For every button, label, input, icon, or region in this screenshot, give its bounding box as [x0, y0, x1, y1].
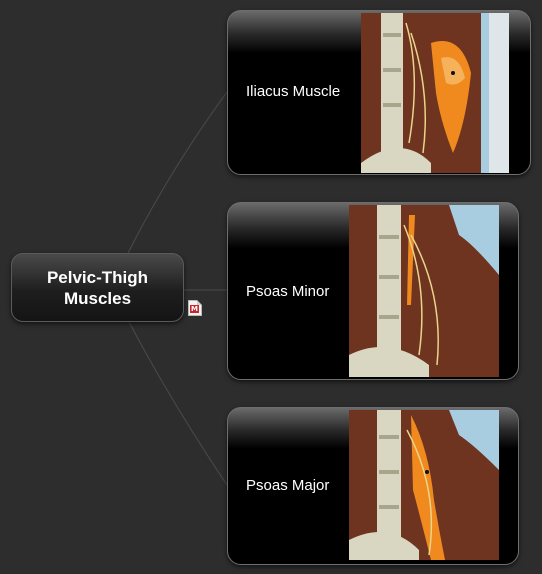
topic-psoas-major[interactable]: Psoas Major: [227, 407, 519, 565]
topic-label: Iliacus Muscle: [246, 83, 341, 100]
psoas-major-anatomy-illustration: [349, 410, 499, 560]
topic-label: Psoas Major: [246, 477, 330, 494]
root-topic-title: Pelvic-Thigh Muscles: [46, 267, 149, 308]
root-topic[interactable]: Pelvic-Thigh Muscles: [11, 253, 184, 322]
psoas-minor-anatomy-illustration: [349, 205, 499, 377]
topic-label: Psoas Minor: [246, 283, 330, 300]
mindmap-file-icon[interactable]: M: [188, 300, 202, 316]
topic-iliacus-muscle[interactable]: Iliacus Muscle: [227, 10, 531, 175]
connector-line: [127, 91, 228, 254]
iliacus-anatomy-illustration: [361, 13, 509, 173]
connector-line: [127, 319, 228, 486]
topic-psoas-minor[interactable]: Psoas Minor: [227, 202, 519, 380]
